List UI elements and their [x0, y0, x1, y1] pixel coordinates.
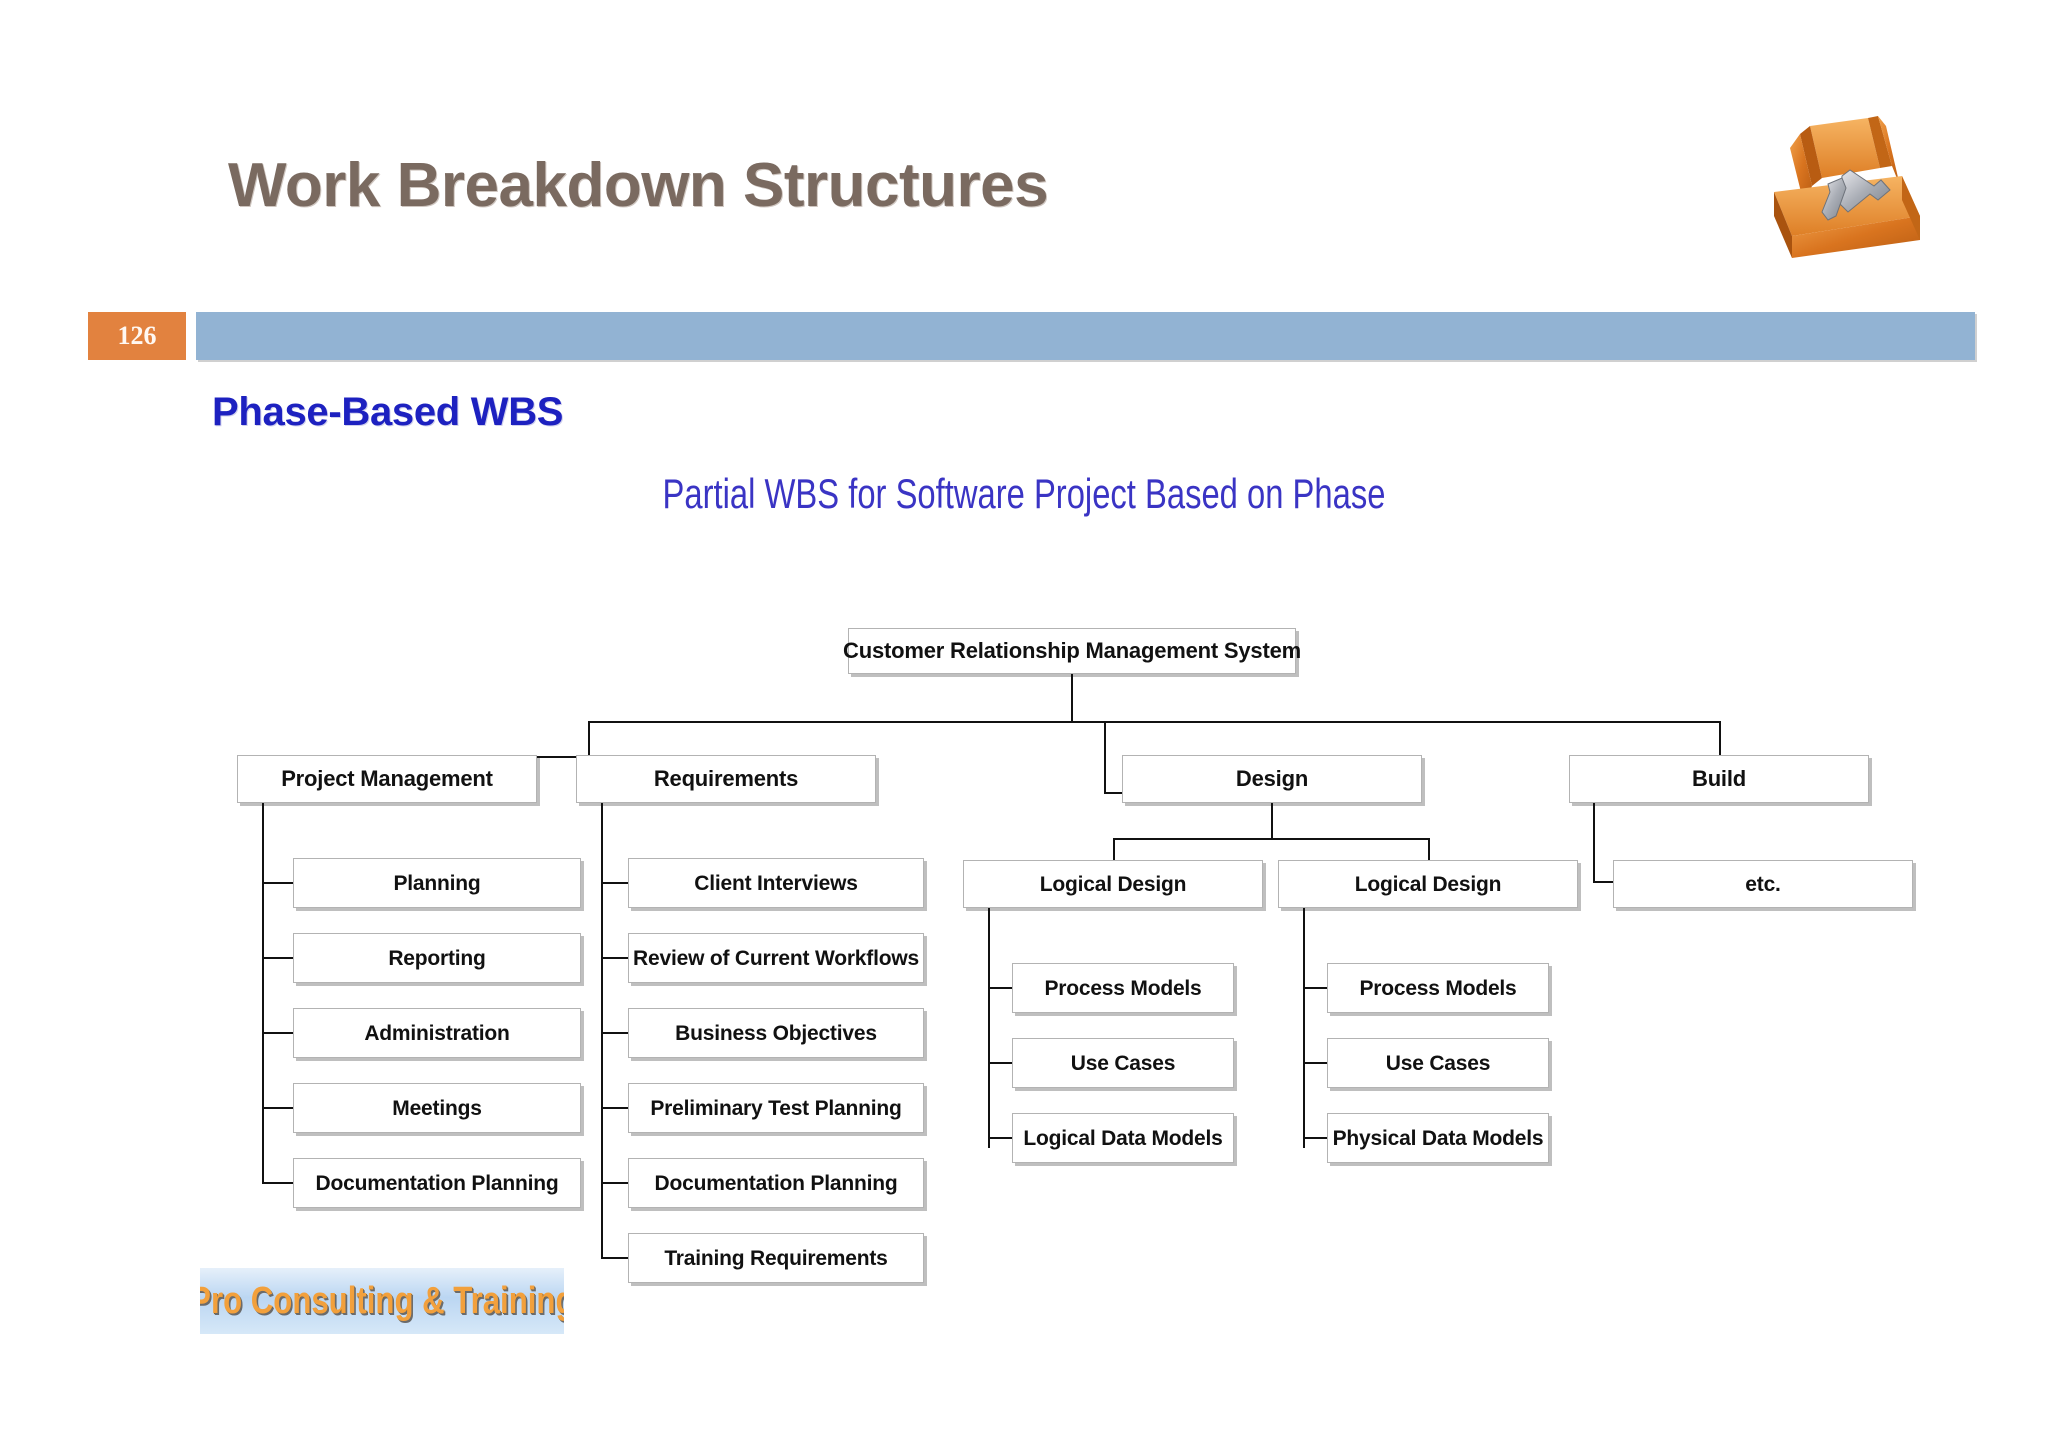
- wbs-node-ld1-1: Process Models: [1012, 963, 1234, 1013]
- wbs-node-ld1-2: Use Cases: [1012, 1038, 1234, 1088]
- wbs-node-req-2: Review of Current Workflows: [628, 933, 924, 983]
- wbs-node-pm-1: Planning: [293, 858, 581, 908]
- connector-pm-spine: [262, 803, 264, 1183]
- connector-design-bus: [1113, 838, 1429, 840]
- wbs-node-ld1-3: Logical Data Models: [1012, 1113, 1234, 1163]
- connector-root-stem: [1071, 674, 1073, 722]
- connector-pmreq-bus: [389, 756, 728, 758]
- wbs-node-build: Build: [1569, 755, 1869, 803]
- page-title: Work Breakdown Structures: [228, 151, 1049, 220]
- logo-text: Pro Consulting & Training: [200, 1279, 564, 1322]
- connector-ld1-spine: [988, 908, 990, 1148]
- wbs-node-requirements: Requirements: [576, 755, 876, 803]
- connector-ld1-drop: [1113, 838, 1115, 862]
- connector-ld2-stub: [1303, 1137, 1327, 1139]
- wbs-node-req-4: Preliminary Test Planning: [628, 1083, 924, 1133]
- connector-root-bus: [588, 721, 1720, 723]
- connector-pm-stub: [262, 1182, 293, 1184]
- wbs-node-ld2-3: Physical Data Models: [1327, 1113, 1549, 1163]
- wbs-node-req-3: Business Objectives: [628, 1008, 924, 1058]
- connector-pm-stub: [262, 1032, 293, 1034]
- header-bar: [196, 312, 1975, 360]
- connector-pm-stub: [262, 882, 293, 884]
- wbs-node-req-5: Documentation Planning: [628, 1158, 924, 1208]
- connector-req-stub: [601, 1107, 628, 1109]
- wbs-node-pm-4: Meetings: [293, 1083, 581, 1133]
- wbs-node-req-6: Training Requirements: [628, 1233, 924, 1283]
- connector-design-elbow: [1104, 792, 1122, 794]
- wbs-node-pm-3: Administration: [293, 1008, 581, 1058]
- connector-pmgroup-drop: [588, 721, 590, 757]
- connector-req-stub: [601, 1182, 628, 1184]
- connector-design-drop: [1104, 721, 1106, 794]
- connector-pm-stub: [262, 1107, 293, 1109]
- connector-ld1-stub: [988, 987, 1012, 989]
- connector-design-stem: [1271, 803, 1273, 839]
- wbs-node-etc: etc.: [1613, 860, 1913, 908]
- connector-ld2-spine: [1303, 908, 1305, 1148]
- connector-pm-stub: [262, 957, 293, 959]
- wbs-node-req-1: Client Interviews: [628, 858, 924, 908]
- connector-req-stub: [601, 1257, 628, 1259]
- wbs-node-design: Design: [1122, 755, 1422, 803]
- wbs-node-root: Customer Relationship Management System: [843, 628, 1301, 674]
- connector-ld2-drop: [1428, 838, 1430, 862]
- section-title: Phase-Based WBS: [212, 390, 564, 434]
- logo: Pro Consulting & Training: [200, 1268, 564, 1334]
- connector-ld1-stub: [988, 1062, 1012, 1064]
- chart-title: Partial WBS for Software Project Based o…: [662, 470, 1386, 517]
- connector-build-stem: [1593, 803, 1595, 883]
- wbs-node-logical-design-2: Logical Design: [1278, 860, 1578, 908]
- wbs-node-logical-design-1: Logical Design: [963, 860, 1263, 908]
- connector-etc-elbow: [1593, 881, 1615, 883]
- connector-ld1-stub: [988, 1137, 1012, 1139]
- wbs-node-ld2-2: Use Cases: [1327, 1038, 1549, 1088]
- wbs-node-project-management: Project Management: [237, 755, 537, 803]
- wbs-node-pm-5: Documentation Planning: [293, 1158, 581, 1208]
- toolbox-icon: [1750, 108, 1940, 268]
- wbs-node-ld2-1: Process Models: [1327, 963, 1549, 1013]
- wbs-node-pm-2: Reporting: [293, 933, 581, 983]
- connector-ld2-stub: [1303, 987, 1327, 989]
- connector-req-stub: [601, 957, 628, 959]
- connector-req-stub: [601, 1032, 628, 1034]
- connector-req-spine: [601, 803, 603, 1259]
- connector-ld2-stub: [1303, 1062, 1327, 1064]
- connector-req-stub: [601, 882, 628, 884]
- page-number-badge: 126: [88, 312, 186, 360]
